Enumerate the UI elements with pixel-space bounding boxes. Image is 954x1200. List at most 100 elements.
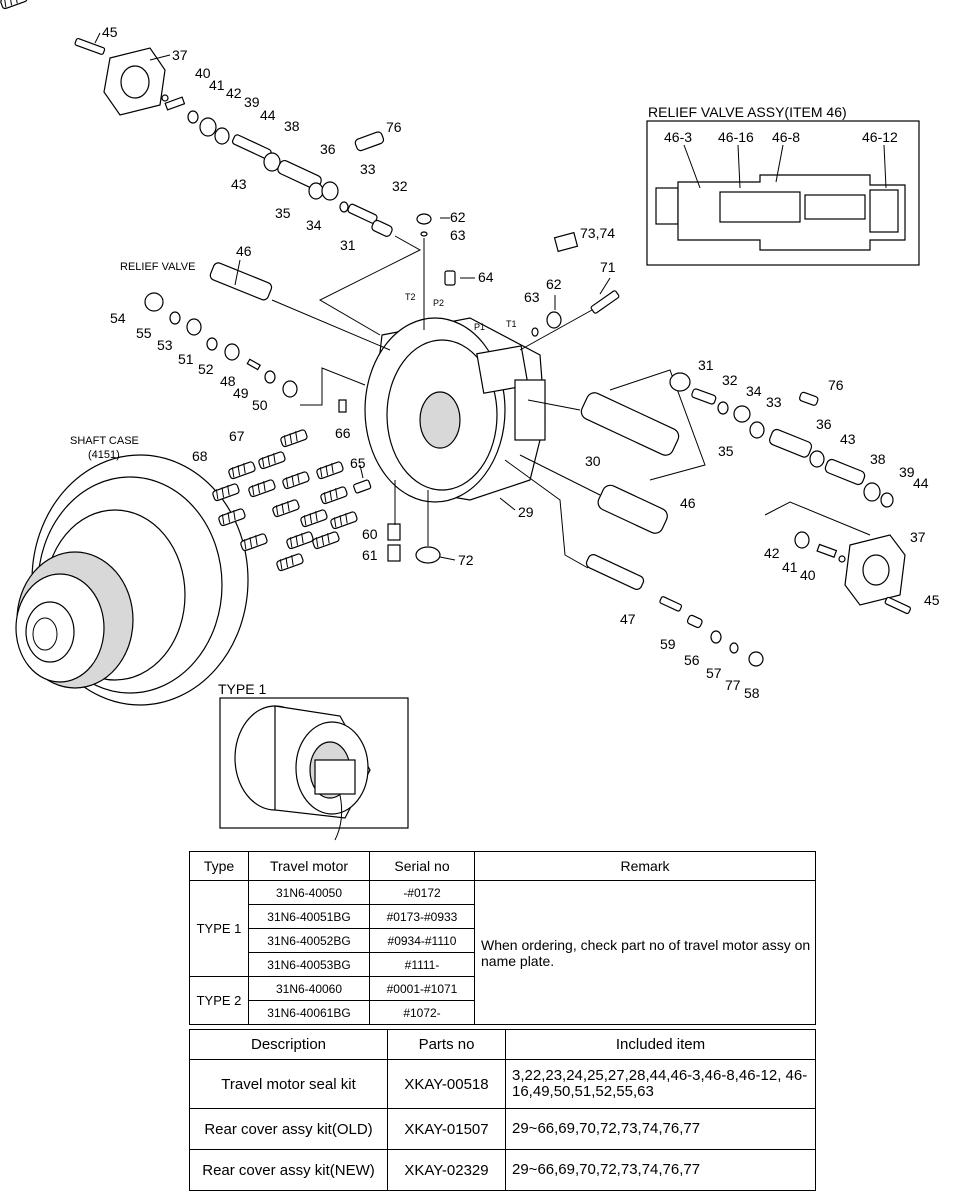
- callout: 68: [192, 448, 208, 464]
- exploded-parts-diagram: T2 P2 P1 T1 RELIEF VALVE SHAFT CASE (415…: [0, 0, 940, 841]
- callout: 53: [157, 337, 173, 353]
- type1-label: TYPE 1: [218, 681, 266, 697]
- callout: 43: [840, 431, 856, 447]
- inset-callout: 46-8: [772, 129, 800, 145]
- callout: 62: [546, 276, 562, 292]
- callout: 73,74: [580, 225, 615, 241]
- callout: 31: [698, 357, 714, 373]
- callout: 36: [320, 141, 336, 157]
- port-label: P1: [474, 322, 485, 332]
- callout: 32: [722, 372, 738, 388]
- included-items-cell: 3,22,23,24,25,27,28,44,46-3,46-8,46-12, …: [505, 1059, 816, 1109]
- inset-callout: 46-3: [664, 129, 692, 145]
- shaft-case-label: SHAFT CASE: [70, 435, 139, 447]
- motor-cell: 31N6-40052BG: [248, 928, 370, 953]
- parts-no-cell: XKAY-00518: [387, 1059, 506, 1109]
- callout: 55: [136, 325, 152, 341]
- serial-cell: #1111-: [369, 952, 475, 977]
- type-cell: TYPE 2: [189, 976, 249, 1025]
- relief-valve-left-drawing: [144, 262, 441, 564]
- callout: 62: [450, 209, 466, 225]
- right-side-stack-drawing: [416, 213, 911, 667]
- callout: 30: [585, 453, 601, 469]
- serial-cell: -#0172: [369, 880, 475, 905]
- callout: 66: [335, 425, 351, 441]
- shaft-case-drawing: [15, 454, 249, 706]
- callout: 64: [478, 269, 494, 285]
- shaft-case-code: (4151): [88, 449, 120, 461]
- table-row: TYPE 1 31N6-40050 -#0172 When ordering, …: [189, 880, 816, 1025]
- callout: 49: [233, 385, 249, 401]
- callout: 35: [275, 205, 291, 221]
- callout: 42: [226, 85, 242, 101]
- callout: 37: [172, 47, 188, 63]
- rear-cover-drawing: [364, 317, 546, 503]
- type1-picture: [219, 697, 409, 841]
- column-header: Remark: [474, 851, 816, 881]
- parts-kit-table: Description Parts no Included item Trave…: [189, 1029, 816, 1191]
- callout: 63: [524, 289, 540, 305]
- callout: 34: [746, 383, 762, 399]
- relief-valve-label: RELIEF VALVE: [120, 261, 195, 273]
- callout: 67: [229, 428, 245, 444]
- callout: 65: [350, 455, 366, 471]
- table-row: 31N6-40061BG #1072-: [190, 1000, 816, 1025]
- callout: 63: [450, 227, 466, 243]
- callout: 44: [260, 107, 276, 123]
- callout: 32: [392, 178, 408, 194]
- table-row: Rear cover assy kit(OLD) XKAY-01507 29~6…: [189, 1108, 816, 1150]
- callout: 43: [231, 176, 247, 192]
- relief-valve-inset: [646, 120, 920, 266]
- callout: 39: [899, 464, 915, 480]
- remark-cell: When ordering, check part no of travel m…: [474, 880, 816, 1025]
- description-cell: Rear cover assy kit(OLD): [189, 1108, 388, 1150]
- callout: 77: [725, 677, 741, 693]
- column-header: Type: [189, 851, 249, 881]
- callout: 46: [236, 243, 252, 259]
- callout: 31: [340, 237, 356, 253]
- column-header: Description: [189, 1029, 388, 1060]
- callout: 54: [110, 310, 126, 326]
- callout: 57: [706, 665, 722, 681]
- callout: 45: [924, 592, 940, 608]
- parts-no-cell: XKAY-01507: [387, 1108, 506, 1150]
- callout: 50: [252, 397, 268, 413]
- serial-cell: #1072-: [369, 1000, 475, 1025]
- callout: 35: [718, 443, 734, 459]
- motor-cell: 31N6-40060: [248, 976, 370, 1001]
- motor-cell: 31N6-40050: [248, 880, 370, 905]
- callout: 59: [660, 636, 676, 652]
- port-label: T2: [405, 292, 416, 302]
- callout: 45: [102, 24, 118, 40]
- column-header: Included item: [505, 1029, 816, 1060]
- column-header: Parts no: [387, 1029, 506, 1060]
- callout: 36: [816, 416, 832, 432]
- parts-no-cell: XKAY-02329: [387, 1149, 506, 1191]
- port-label: P2: [433, 298, 444, 308]
- callout: 38: [284, 118, 300, 134]
- table-row: Travel motor seal kit XKAY-00518 3,22,23…: [189, 1059, 816, 1109]
- callout: 41: [782, 559, 798, 575]
- callout: 33: [766, 394, 782, 410]
- callout: 47: [620, 611, 636, 627]
- callout: 40: [800, 567, 816, 583]
- included-items-cell: 29~66,69,70,72,73,74,76,77: [505, 1108, 816, 1150]
- serial-cell: #0173-#0933: [369, 904, 475, 929]
- callout: 33: [360, 161, 376, 177]
- inset-callout: 46-16: [718, 129, 754, 145]
- inset-callout: 46-12: [862, 129, 898, 145]
- callout: 41: [209, 77, 225, 93]
- table-row: 31N6-40052BG #0934-#1110: [190, 928, 816, 953]
- callout: 76: [828, 377, 844, 393]
- callout: 76: [386, 119, 402, 135]
- inset-title: RELIEF VALVE ASSY(ITEM 46): [648, 104, 847, 120]
- callout: 34: [306, 217, 322, 233]
- callout: 72: [458, 552, 474, 568]
- callout: 60: [362, 526, 378, 542]
- table-header-row: Type Travel motor Serial no Remark: [189, 851, 816, 881]
- callout: 58: [744, 685, 760, 701]
- serial-cell: #0934-#1110: [369, 928, 475, 953]
- leader-lines: [94, 32, 611, 561]
- spring-set-drawing: [0, 0, 359, 572]
- serial-cell: #0001-#1071: [369, 976, 475, 1001]
